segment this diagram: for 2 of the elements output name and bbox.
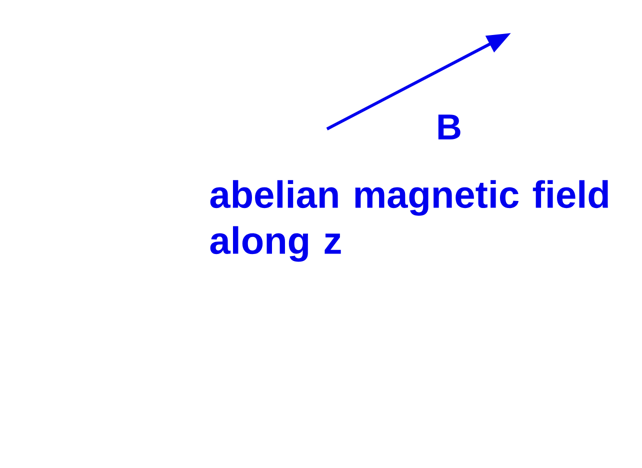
field-label: abelian magnetic field along z: [210, 180, 608, 262]
field-label: B: [438, 114, 460, 140]
